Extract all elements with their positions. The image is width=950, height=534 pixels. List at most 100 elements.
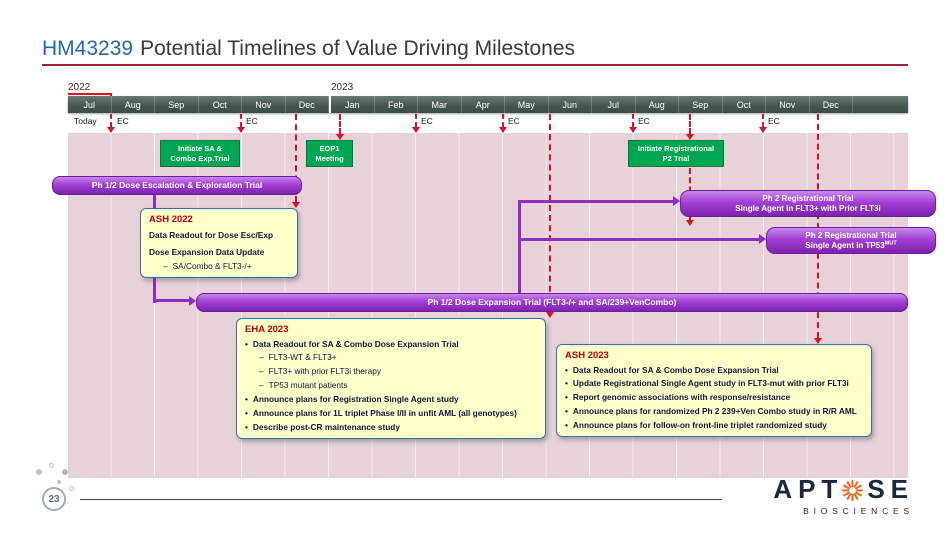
arrow-down-icon xyxy=(499,127,507,133)
molecule-dot-icon xyxy=(57,480,61,484)
month-nov-2023: Nov xyxy=(766,96,810,113)
arrow-down-icon xyxy=(686,220,694,226)
connector-escalation-to-expansion-horizontal xyxy=(153,299,191,302)
title-underline xyxy=(42,64,908,66)
ec-marker-3: EC xyxy=(421,116,433,126)
callout-line: Dose Expansion Data Update xyxy=(149,247,265,257)
bar-label: Single Agent in TP53MUT xyxy=(805,240,896,251)
bullet-text: Describe post-CR maintenance study xyxy=(252,421,400,432)
molecule-dot-icon xyxy=(69,486,74,491)
connector-to-flt3-registrational xyxy=(518,200,676,203)
month-mar-2023: Mar xyxy=(418,96,462,113)
bullet-text: Announce plans for randomized Ph 2 239+V… xyxy=(572,406,857,417)
arrow-down-icon xyxy=(336,134,344,140)
callout-sub-bullet: – FLT3+ with prior FLT3i therapy xyxy=(259,366,537,376)
arrow-down-icon xyxy=(546,312,554,318)
callout-bullet: • Announce plans for randomized Ph 2 239… xyxy=(565,406,863,416)
bullet-icon: • xyxy=(245,421,248,432)
bar-label: Single Agent in FLT3+ with Prior FLT3i xyxy=(735,203,881,213)
callout-title: ASH 2023 xyxy=(565,350,609,361)
callout-bullet: • Announce plans for 1L triplet Phase I/… xyxy=(245,408,537,418)
callout-bullet: • Describe post-CR maintenance study xyxy=(245,422,537,432)
logo-text-se: SE xyxy=(867,474,914,504)
arrow-down-icon xyxy=(292,202,300,208)
molecule-dot-icon xyxy=(49,463,54,468)
event-line: P2 Trial xyxy=(662,153,690,163)
callout-bullet: • Report genomic associations with respo… xyxy=(565,392,863,402)
dashed-line-ec-nov23 xyxy=(759,114,767,133)
month-oct-2023: Oct xyxy=(723,96,766,113)
month-jul-2023: Jul xyxy=(592,96,636,113)
logo-subtitle: BIOSCIENCES xyxy=(803,506,914,516)
year-label-2023: 2023 xyxy=(331,82,354,93)
logo-text-apt: APT xyxy=(773,474,844,504)
year-label-2022: 2022 xyxy=(68,82,91,93)
bullet-text: TP53 mutant patients xyxy=(268,380,348,391)
callout-sub-bullet: – TP53 mutant patients xyxy=(259,380,537,390)
connector-expansion-to-registrational-vertical xyxy=(518,200,521,293)
callout-sub-bullet: – FLT3-WT & FLT3+ xyxy=(259,352,537,362)
ec-marker-4: EC xyxy=(508,116,520,126)
title-compound-name: HM43239 xyxy=(42,37,134,60)
bullet-icon: • xyxy=(565,364,568,375)
arrow-down-icon xyxy=(237,127,245,133)
month-dec-2022: Dec xyxy=(286,96,329,113)
month-jan-2023: Jan xyxy=(331,96,375,113)
bullet-text: FLT3-WT & FLT3+ xyxy=(268,352,337,363)
month-jul-2022: Jul xyxy=(68,96,112,113)
callout-bullet: • Data Readout for SA & Combo Dose Expan… xyxy=(245,339,537,349)
ec-marker-1: EC xyxy=(117,116,129,126)
callout-title: ASH 2022 xyxy=(149,214,193,225)
event-line: Combo Exp.Trial xyxy=(170,153,230,163)
bar-ph2-registrational-tp53: Ph 2 Registrational Trial Single Agent i… xyxy=(766,227,936,254)
connector-to-tp53-registrational xyxy=(518,238,762,241)
molecule-dot-icon xyxy=(62,469,68,475)
month-nov-2022: Nov xyxy=(242,96,286,113)
bullet-text: SA/Combo & FLT3-/+ xyxy=(172,260,252,271)
bullet-text: FLT3+ with prior FLT3i therapy xyxy=(268,366,382,377)
bar-label: Ph 1/2 Dose Expansion Trial (FLT3-/+ and… xyxy=(427,297,677,308)
ec-marker-2: EC xyxy=(246,116,258,126)
callout-bullet: • Update Registrational Single Agent stu… xyxy=(565,378,863,388)
dashed-line-sep23-upper xyxy=(686,114,694,140)
bar-dose-escalation-trial: Ph 1/2 Dose Escalation & Exploration Tri… xyxy=(52,176,302,195)
dashed-line-eop1 xyxy=(336,114,344,140)
month-dec-2023: Dec xyxy=(810,96,853,113)
callout-ash-2023: ASH 2023 • Data Readout for SA & Combo D… xyxy=(556,344,872,438)
arrow-down-icon xyxy=(686,134,694,140)
bullet-text: Announce plans for follow-on front-line … xyxy=(572,419,827,430)
footer-divider xyxy=(80,499,722,500)
event-initiate-sa-combo: Initiate SA & Combo Exp.Trial xyxy=(160,140,240,167)
starburst-o-icon xyxy=(842,479,864,502)
timeline-month-bar: Jul Aug Sep Oct Nov Dec Jan Feb Mar Apr … xyxy=(68,96,908,113)
event-eop1-meeting: EOP1 Meeting xyxy=(306,140,353,167)
callout-bullet: • Announce plans for follow-on front-lin… xyxy=(565,420,863,430)
aptose-wordmark: APT SE xyxy=(773,474,914,505)
bullet-text: Announce plans for 1L triplet Phase I/II… xyxy=(252,407,517,418)
elapsed-time-marker xyxy=(68,93,112,95)
arrow-down-icon xyxy=(412,127,420,133)
bullet-text: Announce plans for Registration Single A… xyxy=(252,393,459,404)
arrow-right-icon xyxy=(673,196,680,206)
arrow-right-icon xyxy=(189,296,196,306)
dashed-line-today xyxy=(107,114,115,133)
dash-icon: – xyxy=(259,380,264,391)
dashed-line-ash2022 xyxy=(292,114,300,208)
event-line: Initiate Registrational xyxy=(637,143,715,153)
callout-line: Data Readout for Dose Esc/Exp xyxy=(149,230,274,240)
bar-label: Ph 2 Registrational Trial xyxy=(805,230,897,240)
dashed-line-ec-nov22 xyxy=(237,114,245,133)
bar-ph2-registrational-flt3: Ph 2 Registrational Trial Single Agent i… xyxy=(680,190,936,217)
event-line: Meeting xyxy=(315,153,344,163)
ec-marker-5: EC xyxy=(638,116,650,126)
bar-label: Ph 2 Registrational Trial xyxy=(762,193,854,203)
bar-label-text: Single Agent in TP53 xyxy=(805,240,885,250)
bullet-icon: • xyxy=(245,338,248,349)
month-apr-2023: Apr xyxy=(462,96,505,113)
event-initiate-registrational-p2: Initiate Registrational P2 Trial xyxy=(628,140,724,167)
dashed-line-ec-aug23 xyxy=(629,114,637,133)
callout-eha-2023: EHA 2023 • Data Readout for SA & Combo D… xyxy=(236,318,546,440)
aptose-logo: APT SE BIOSCIENCES xyxy=(773,474,914,516)
event-line: EOP1 xyxy=(319,143,340,153)
